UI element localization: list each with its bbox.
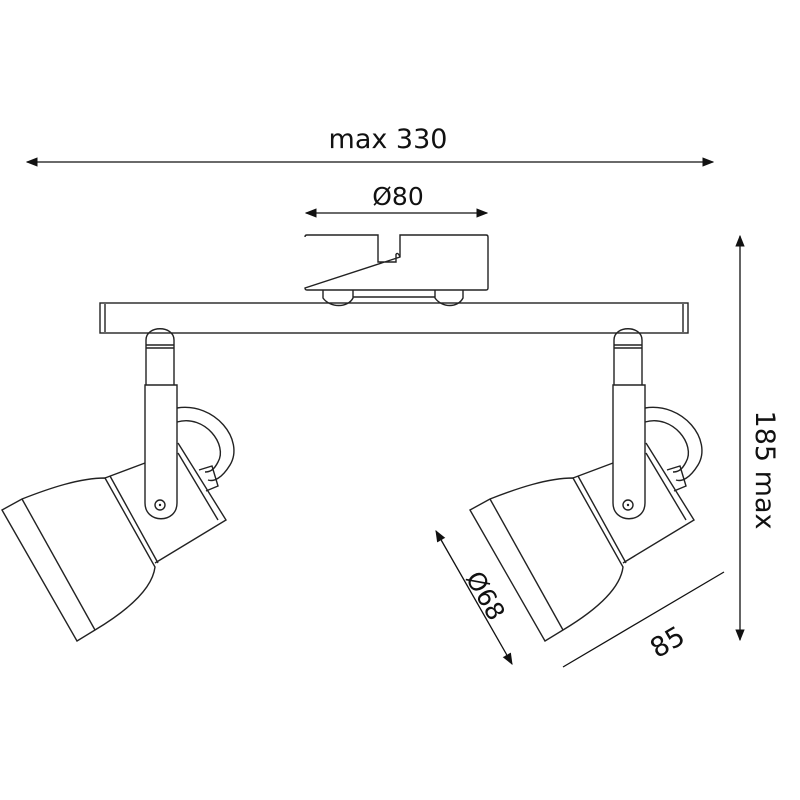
depth-dimension-line: [562, 571, 725, 668]
left-spotlight: [1, 328, 235, 642]
right-spotlight: [469, 328, 703, 642]
mounting-bar: [99, 302, 689, 334]
depth-label: 85: [645, 621, 690, 665]
shade-diameter-label: Ø68: [460, 566, 511, 625]
shade-dimension-line: [435, 529, 513, 666]
canopy-diameter-label: Ø80: [372, 182, 424, 211]
canopy: [304, 234, 489, 307]
width-label: max 330: [329, 124, 448, 155]
height-label: 185 max: [749, 411, 780, 530]
